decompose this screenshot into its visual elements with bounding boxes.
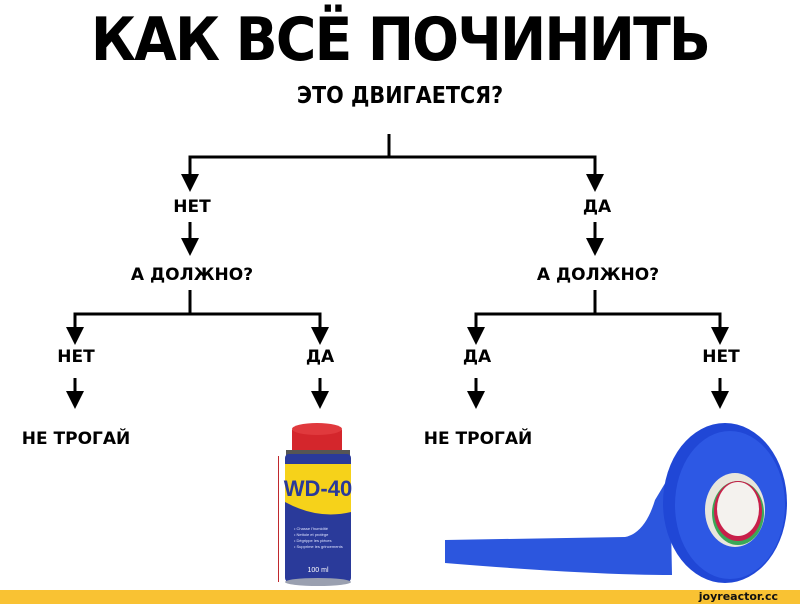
svg-text:• Chasse l'humidité: • Chasse l'humidité xyxy=(294,526,329,531)
root-question: ЭТО ДВИГАЕТСЯ? xyxy=(296,83,504,109)
page-title: КАК ВСЁ ПОЧИНИТЬ xyxy=(90,5,711,75)
footer-bar xyxy=(0,590,800,604)
left-left-answer: НЕТ xyxy=(57,347,95,367)
left-answer: НЕТ xyxy=(173,197,211,217)
right-left-answer: ДА xyxy=(462,347,492,367)
right-right-answer: НЕТ xyxy=(702,347,740,367)
left-question: А ДОЛЖНО? xyxy=(130,265,254,285)
svg-text:• Supprime les grincements: • Supprime les grincements xyxy=(294,544,343,549)
svg-text:• Nettoie et protège: • Nettoie et protège xyxy=(294,532,329,537)
result-dont-touch-left: НЕ ТРОГАЙ xyxy=(21,429,131,449)
svg-text:WD-40: WD-40 xyxy=(284,476,352,501)
watermark-link[interactable]: joyreactor.cc xyxy=(698,590,778,603)
svg-text:100 ml: 100 ml xyxy=(307,567,328,574)
wd40-can-icon: WD-40 • Chasse l'humidité • Nettoie et p… xyxy=(278,423,352,586)
svg-text:• Dégrippe les pièces: • Dégrippe les pièces xyxy=(294,538,332,543)
right-question: А ДОЛЖНО? xyxy=(536,265,660,285)
result-dont-touch-right: НЕ ТРОГАЙ xyxy=(423,429,533,449)
left-right-answer: ДА xyxy=(305,347,335,367)
right-answer: ДА xyxy=(582,197,612,217)
blue-tape-roll-icon xyxy=(445,423,787,583)
